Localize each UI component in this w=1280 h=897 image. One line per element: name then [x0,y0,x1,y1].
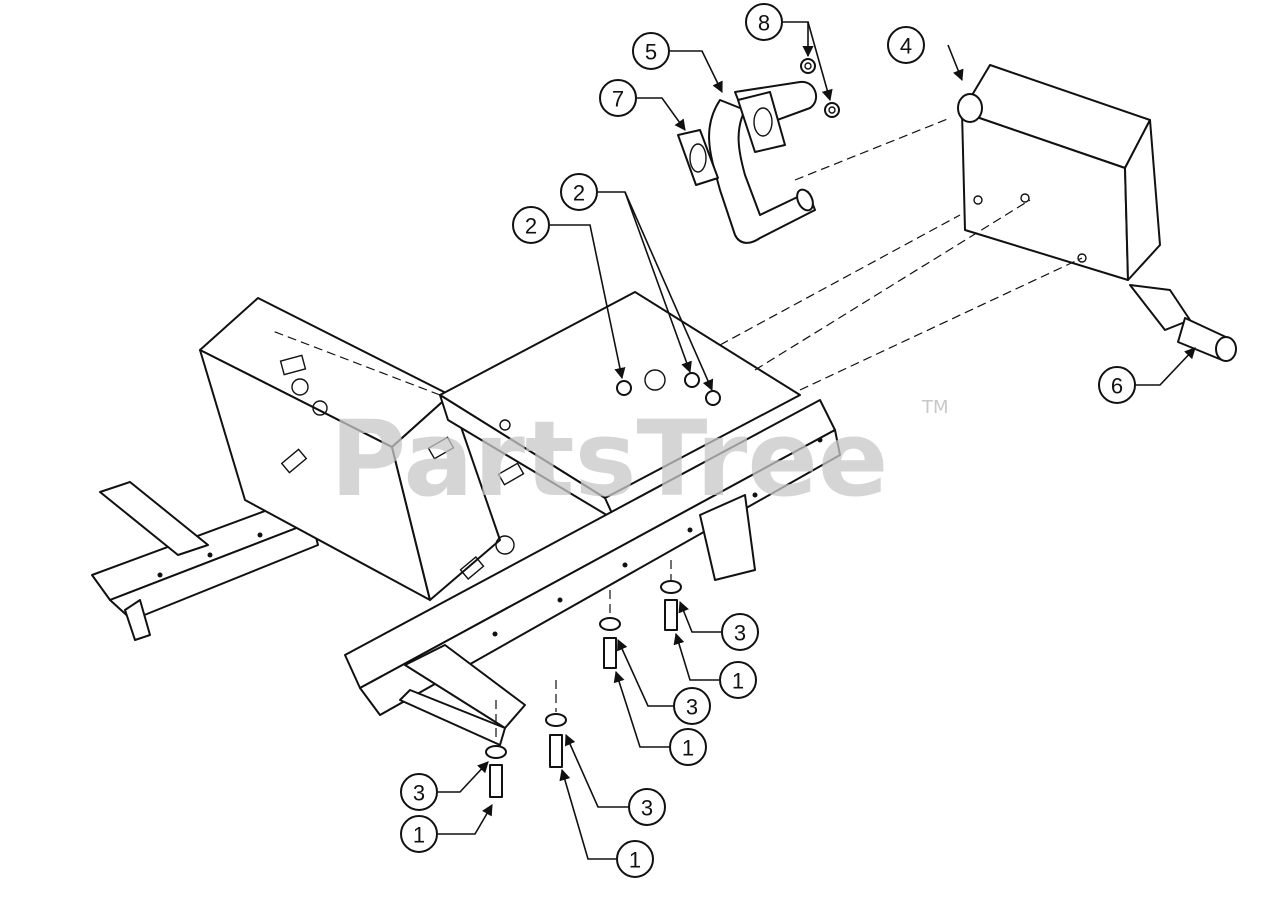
callout-label: 3 [413,781,425,806]
callout-label: 3 [734,621,746,646]
callout-2-left[interactable]: 2 [512,206,550,244]
callout-label: 8 [758,11,770,36]
callout-label: 2 [525,214,537,239]
callout-label: 1 [682,736,694,761]
callout-label: 5 [645,40,657,65]
callout-6[interactable]: 6 [1098,366,1136,404]
callout-1-bottom-center[interactable]: 1 [616,840,654,878]
callout-1-center[interactable]: 1 [669,728,707,766]
hardware-bolts [485,580,682,798]
callout-label: 1 [413,823,425,848]
callout-3-right[interactable]: 3 [721,613,759,651]
callout-3-center[interactable]: 3 [673,687,711,725]
callout-label: 7 [612,87,624,112]
watermark: PartsTree TM [330,397,949,520]
muffler [957,64,1161,281]
exhaust-gasket [677,129,719,186]
callout-3-bottom-center[interactable]: 3 [628,788,666,826]
watermark-text: PartsTree [330,398,888,520]
callouts: 1 1 1 1 2 2 3 3 [400,3,1136,878]
callout-label: 3 [641,796,653,821]
flange-nuts [800,58,840,118]
callout-4[interactable]: 4 [887,26,925,64]
callout-1-bottom-left[interactable]: 1 [400,815,438,853]
callout-8[interactable]: 8 [745,3,783,41]
callout-label: 1 [732,669,744,694]
callout-label: 4 [900,34,912,59]
front-cross-member [404,644,526,729]
alignment-lines [269,117,1083,740]
callout-label: 1 [629,848,641,873]
callout-label: 2 [573,181,585,206]
tail-pipe [1129,284,1237,362]
callout-label: 6 [1111,374,1123,399]
callout-1-right[interactable]: 1 [719,661,757,699]
callout-2-right[interactable]: 2 [560,173,598,211]
callout-label: 3 [686,695,698,720]
frame-assembly [91,291,841,746]
exhaust-pipe [708,80,818,244]
callout-3-bottom-left[interactable]: 3 [400,773,438,811]
callout-7[interactable]: 7 [599,79,637,117]
watermark-trademark: TM [921,397,949,418]
callout-5[interactable]: 5 [632,32,670,70]
leader-lines [438,21,1196,860]
